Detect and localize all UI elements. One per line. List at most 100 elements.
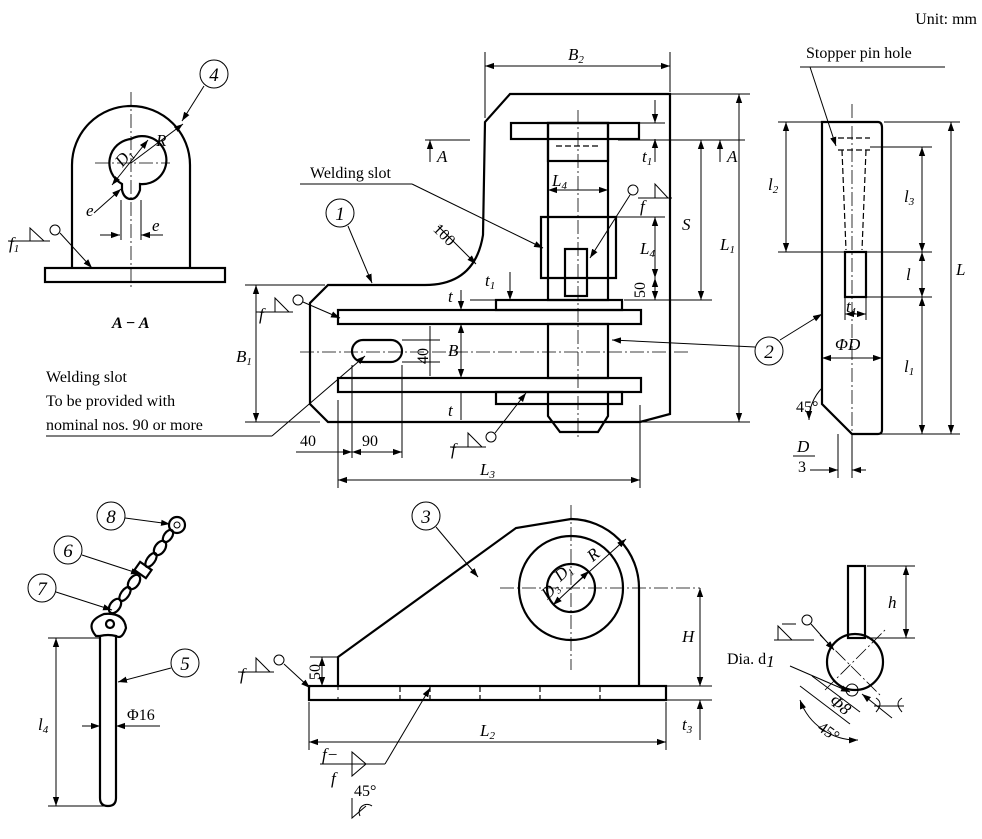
dim-l-side: l xyxy=(906,265,911,284)
weld-f-bottom: f xyxy=(331,769,338,788)
top-cap xyxy=(509,121,641,141)
dim-l1-side: l1 xyxy=(904,357,914,378)
balloon-1 xyxy=(325,198,355,228)
dim-l-total: L xyxy=(955,260,965,279)
balloon-6 xyxy=(53,535,83,565)
dim-l1: L1 xyxy=(719,235,735,256)
base-plate xyxy=(43,266,227,284)
dim-r4: R xyxy=(155,131,167,150)
dim-t3: t3 xyxy=(682,715,693,736)
dim-l4-pin: l4 xyxy=(38,715,49,736)
dim-l4-vertical: L4 xyxy=(639,239,655,260)
dim-45-chamfer: 45° xyxy=(796,399,818,416)
dim-50-pin: 50 xyxy=(632,282,649,298)
dim-t-lower: t xyxy=(448,401,454,420)
svg-text:7: 7 xyxy=(37,579,48,600)
upper-plate xyxy=(336,308,643,326)
dim-phi16: Φ16 xyxy=(127,707,155,724)
balloon-8 xyxy=(96,501,126,531)
balloon-3 xyxy=(411,501,441,531)
dim-45-detail: 45° xyxy=(814,719,842,746)
dim-e-right: e xyxy=(152,216,160,235)
dim-phi-d: ΦD xyxy=(835,335,861,354)
stopper-pin-hole-label: Stopper pin hole xyxy=(806,45,912,62)
dim-t-upper: t xyxy=(448,287,454,306)
dim-h: H xyxy=(681,627,696,646)
balloon-2 xyxy=(754,336,784,366)
pin-side-view: Stopper pin hole l2 l3 l l1 L t4 ΦD xyxy=(768,45,965,478)
weld-f-plate: f xyxy=(259,305,266,324)
dim-40-bottom: 40 xyxy=(300,433,316,450)
pin-body xyxy=(820,120,884,436)
dim-t1-plate: t1 xyxy=(485,271,495,292)
section-label: A − A xyxy=(111,315,150,332)
dim-l4-horizontal: L4 xyxy=(551,171,567,192)
weld-f1: f1 xyxy=(9,234,19,255)
pin-head xyxy=(90,612,128,639)
dim-50-bracket: 50 xyxy=(307,664,324,680)
dim-l2-bracket: L2 xyxy=(479,721,495,742)
svg-text:1: 1 xyxy=(335,204,345,225)
weld-45-deg: 45° xyxy=(354,783,376,800)
weld-f-pin: f xyxy=(640,197,647,216)
weld-f-lower: f xyxy=(451,440,458,459)
svg-text:3: 3 xyxy=(420,507,431,528)
section-mark-a-right: A xyxy=(726,147,738,166)
svg-text:8: 8 xyxy=(106,507,116,528)
weld-detail-view: h Dia. d1 Φ8 45° xyxy=(727,564,915,746)
slot-note-line2: nominal nos. 90 or more xyxy=(46,417,203,434)
dim-d-over-3-den: 3 xyxy=(798,459,806,476)
dim-e-left: e xyxy=(86,201,94,220)
pin-hole-with-key xyxy=(108,135,168,201)
svg-text:4: 4 xyxy=(209,65,219,86)
bracket-part-3: R D1 D3 H t3 50 L2 3 f f xyxy=(238,501,712,820)
pin-slot-side xyxy=(843,250,868,299)
stopper-pin-assembly: l4 Φ16 8 6 7 5 xyxy=(27,501,200,808)
welding-slot-label-top: Welding slot xyxy=(310,165,391,182)
pin-lower xyxy=(546,392,610,434)
weld-f-minus: f− xyxy=(322,745,338,764)
dim-r-bracket: R xyxy=(582,544,603,566)
section-mark-a-left: A xyxy=(436,147,448,166)
dim-l3-bottom: L3 xyxy=(479,460,495,481)
detail-boss xyxy=(825,632,885,692)
dim-b: B xyxy=(448,341,459,360)
dim-100-radius: 100 xyxy=(429,221,458,250)
frame-body xyxy=(308,92,672,424)
bracket-outline xyxy=(70,104,192,269)
bracket-base xyxy=(307,684,668,702)
dim-phi8: Φ8 xyxy=(826,691,855,719)
dim-l3-side: l3 xyxy=(904,187,915,208)
balloon-4 xyxy=(199,59,229,89)
svg-text:2: 2 xyxy=(764,342,774,363)
section-a-a-view: R D1 e e f1 4 A − A xyxy=(8,59,229,332)
dia-d1-label: Dia. d1 xyxy=(727,651,775,671)
balloon-5 xyxy=(170,648,200,678)
dim-t4: t4 xyxy=(846,297,856,318)
dim-s: S xyxy=(682,215,691,234)
dim-b2: B2 xyxy=(568,45,584,66)
pin-slot xyxy=(563,247,589,298)
bracket-outline xyxy=(336,517,641,686)
welding-slot-pocket xyxy=(539,215,618,280)
main-front-view: B2 L1 S t1 L4 L4 50 t1 t B xyxy=(46,45,823,488)
dim-b1: B1 xyxy=(236,347,252,368)
dim-l2-side: l2 xyxy=(768,175,779,196)
weld-f-bracket: f xyxy=(240,665,247,684)
slot-note-line1: To be provided with xyxy=(46,393,175,410)
dim-40-slot: 40 xyxy=(415,348,432,364)
dim-h-detail: h xyxy=(888,593,897,612)
detail-rod xyxy=(846,564,867,640)
welding-slot-label-bottom: Welding slot xyxy=(46,369,127,386)
dim-d-over-3-num: D xyxy=(796,437,810,456)
svg-text:6: 6 xyxy=(63,541,73,562)
unit-label: Unit: mm xyxy=(915,11,977,28)
stopper-pin xyxy=(98,635,118,808)
balloon-7 xyxy=(27,573,57,603)
welding-slot-oval xyxy=(350,338,404,364)
svg-text:5: 5 xyxy=(180,654,190,675)
lower-plate xyxy=(336,376,643,394)
dim-90: 90 xyxy=(362,433,378,450)
dim-t1-top: t1 xyxy=(642,147,652,168)
